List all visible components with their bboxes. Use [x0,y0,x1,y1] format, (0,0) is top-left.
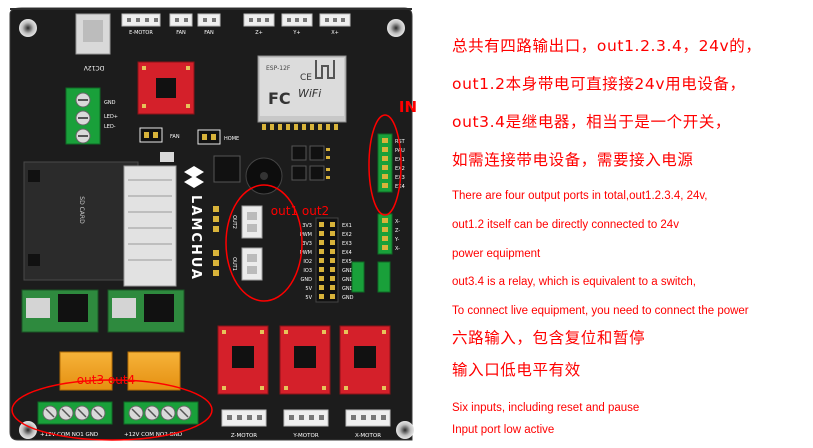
y-motor-header [283,409,329,427]
zh-line-2: out1.2本身带电可直接接24v用电设备， [452,75,746,93]
led-terminal [65,87,101,145]
fan2-label: FAN [170,134,180,140]
regulator-left [21,289,99,333]
fan-a-label: FAN [176,30,186,36]
mount-hole [396,421,414,439]
in-pin-0: RST [395,139,406,145]
terminal-block-b [123,401,199,425]
signal-pin-left-0: 3V3 [302,223,312,229]
wifi-mark: WiFi [298,87,321,100]
e-motor-label: E-MOTOR [129,30,153,36]
signal-pin-right-8: GND [342,295,354,301]
terminal-block-a [37,401,113,425]
in-pin-3: EX2 [395,166,405,172]
out2-label: OUT2 [231,215,237,229]
relay-2 [127,351,181,391]
signal-pin-left-3: PWM [300,250,312,256]
terminal-a-labels: +12V COM NO1 GND [40,432,98,438]
brand-mark-icon [184,166,204,188]
regulator-right [107,289,185,333]
fc-mark: FC [268,89,291,108]
en-line-4: out3.4 is a relay, which is equivalent t… [452,276,696,288]
relay-1 [59,351,113,391]
in-header [377,133,393,193]
signal-pin-left-1: PWM [300,232,312,238]
en-line-1: There are four output ports in total,out… [452,190,708,202]
dc-label: DC12V [83,64,104,71]
en-line-7: Input port low active [452,424,555,436]
signal-pin-left-2: 3V3 [302,241,312,247]
pcb-board-drawing: DC12V E-MOTOR FAN FAN Z+ Y+ X+ FC CE WiF… [9,7,417,441]
ce-mark: CE [300,73,312,83]
fan-b-label: FAN [204,30,214,36]
out1-connector [241,247,263,281]
zh-line-4: 如需连接带电设备，需要接入电源 [452,151,694,169]
signal-pin-right-6: GND [342,277,354,283]
z-motor-header [221,409,267,427]
top-headers [121,13,351,27]
home-header [197,129,221,145]
xyz-pin-1: Z- [395,228,400,234]
signal-pin-left-5: IO3 [303,268,312,274]
in-annotation: IN [399,98,417,116]
signal-pin-right-3: EX4 [342,250,352,256]
signal-pin-left-7: 5V [305,286,312,292]
xyz-pin-2: Y- [394,237,399,243]
in-pin-2: EX1 [395,157,405,163]
out1-label: OUT1 [231,257,237,271]
wifi-module: FC CE WiFi ESP-12F [257,55,347,123]
terminal-b-labels: +12V COM NO2 GND [124,432,182,438]
fan-header [139,127,163,143]
led-gnd-label: GND [104,100,116,106]
driver-z [217,325,269,395]
xplus-label: X+ [331,30,339,36]
zh-line-5: 六路输入，包含复位和暂停 [452,329,646,347]
zh-line-1: 总共有四路输出口，out1.2.3.4，24v的， [452,37,762,55]
signal-pin-right-0: EX1 [342,223,352,229]
yplus-label: Y+ [292,30,300,36]
en-line-6: Six inputs, including reset and pause [452,402,640,414]
signal-pin-right-4: EX5 [342,259,352,265]
signal-pin-left-6: GND [301,277,313,283]
zh-line-3: out3.4是继电器，相当于是一个开关， [452,113,732,131]
pcb-board-image: DC12V E-MOTOR FAN FAN Z+ Y+ X+ FC CE WiF… [9,7,417,441]
xyz-pin-0: X- [395,219,400,225]
sd-card-slot: SD CARD [23,152,177,287]
xyz-header [377,213,393,255]
led-minus-label: LED- [104,124,116,130]
out34-highlight [11,379,213,441]
out12-highlight [225,184,303,302]
signal-pin-right-7: GND [342,286,354,292]
signal-pin-right-5: GND [342,268,354,274]
out12-annotation: out1 out2 [271,204,329,218]
en-line-3: power equipment [452,248,541,260]
y-motor-label: Y-MOTOR [292,433,318,439]
mount-hole [387,19,405,37]
mount-hole [19,19,37,37]
mount-hole [19,421,37,439]
signal-pin-left-4: IO2 [303,259,312,265]
signal-pin-left-8: 5V [305,295,312,301]
z-motor-label: Z-MOTOR [231,433,257,439]
module-mark: ESP-12F [266,65,291,72]
led-plus-label: LED+ [104,114,118,120]
brand-logo: LAMCHUA [188,195,203,281]
sd-card-text: SD CARD [78,196,85,224]
signal-pin-right-1: EX2 [342,232,352,238]
xyz-pin-3: X- [395,246,400,252]
x-motor-label: X-MOTOR [355,433,381,439]
out2-connector [241,205,263,239]
out34-annotation: out3 out4 [77,373,135,387]
driver-y [279,325,331,395]
in-highlight [368,114,402,216]
zplus-label: Z+ [255,30,263,36]
driver-x [339,325,391,395]
en-line-2: out1.2 itself can be directly connected … [452,219,679,231]
home-label: HOME [224,136,239,142]
signal-pin-right-2: EX3 [342,241,352,247]
zh-line-6: 输入口低电平有效 [452,361,581,379]
en-line-5: To connect live equipment, you need to c… [452,305,749,317]
x-motor-header [345,409,391,427]
